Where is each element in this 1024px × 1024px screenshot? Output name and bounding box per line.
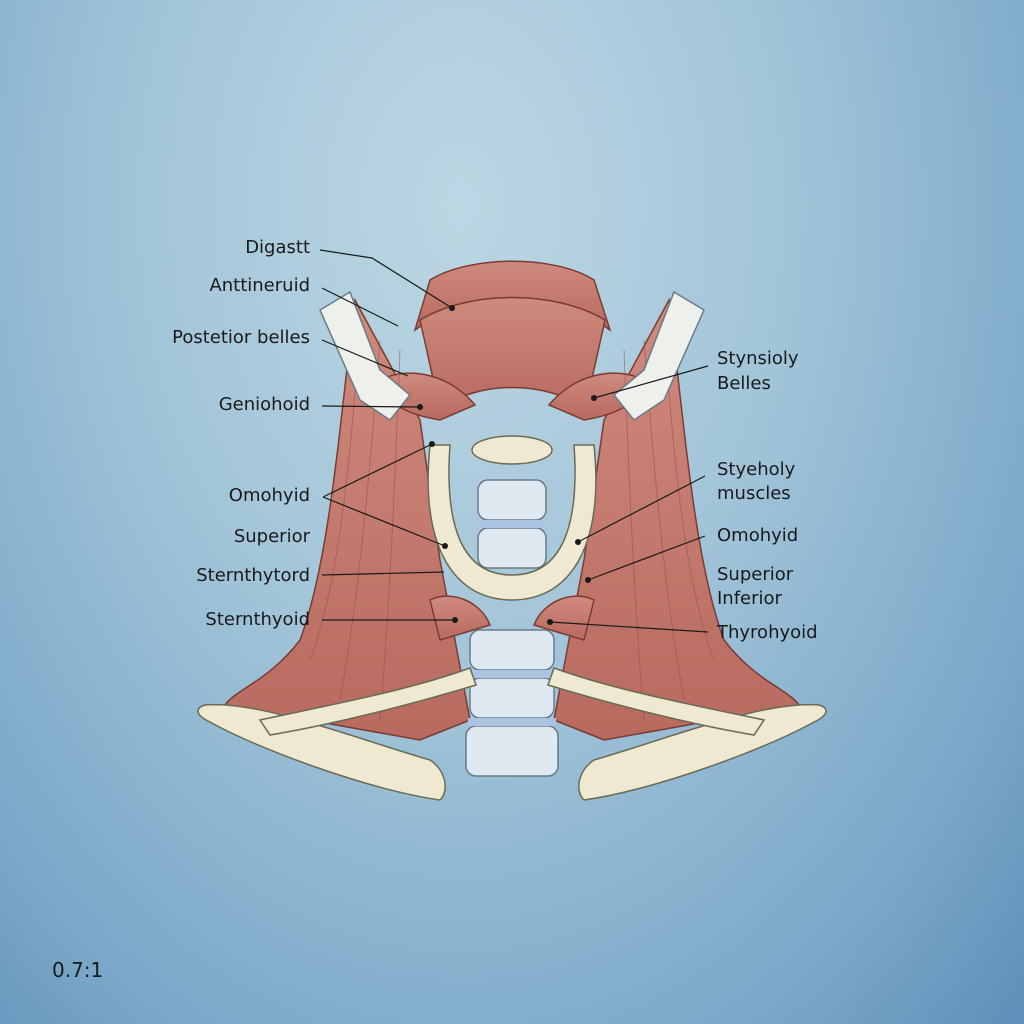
label-sternohyoid: Sternthyoid bbox=[205, 609, 310, 630]
label-superior-left: Superior bbox=[233, 526, 310, 547]
label-geniohyoid: Geniohoid bbox=[218, 394, 310, 415]
scale-label: 0.7:1 bbox=[52, 958, 104, 982]
label-styloid-2: muscles bbox=[717, 483, 791, 504]
label-omohyoid-right: Omohyid bbox=[717, 525, 799, 546]
label-digastric: Digastt bbox=[245, 237, 310, 258]
label-superior-right: Superior bbox=[717, 564, 794, 585]
neck-muscles bbox=[223, 260, 801, 741]
label-anterior-belly: Anttineruid bbox=[209, 275, 310, 296]
label-sternothyroid: Sternthytord bbox=[196, 565, 310, 586]
leader-lines bbox=[319, 249, 709, 633]
hyoid-bone bbox=[427, 444, 597, 601]
label-stylohyoid-2: Belles bbox=[717, 373, 771, 394]
label-stylohyoid-1: Stynsioly bbox=[717, 348, 799, 369]
label-omohyoid-left: Omohyid bbox=[228, 485, 310, 506]
label-inferior-right: Inferior bbox=[717, 588, 782, 609]
label-posterior-belly: Postetior belles bbox=[172, 327, 310, 348]
label-styloid-1: Styeholy bbox=[717, 459, 796, 480]
label-thyrohyoid: Thyrohyoid bbox=[717, 622, 818, 643]
